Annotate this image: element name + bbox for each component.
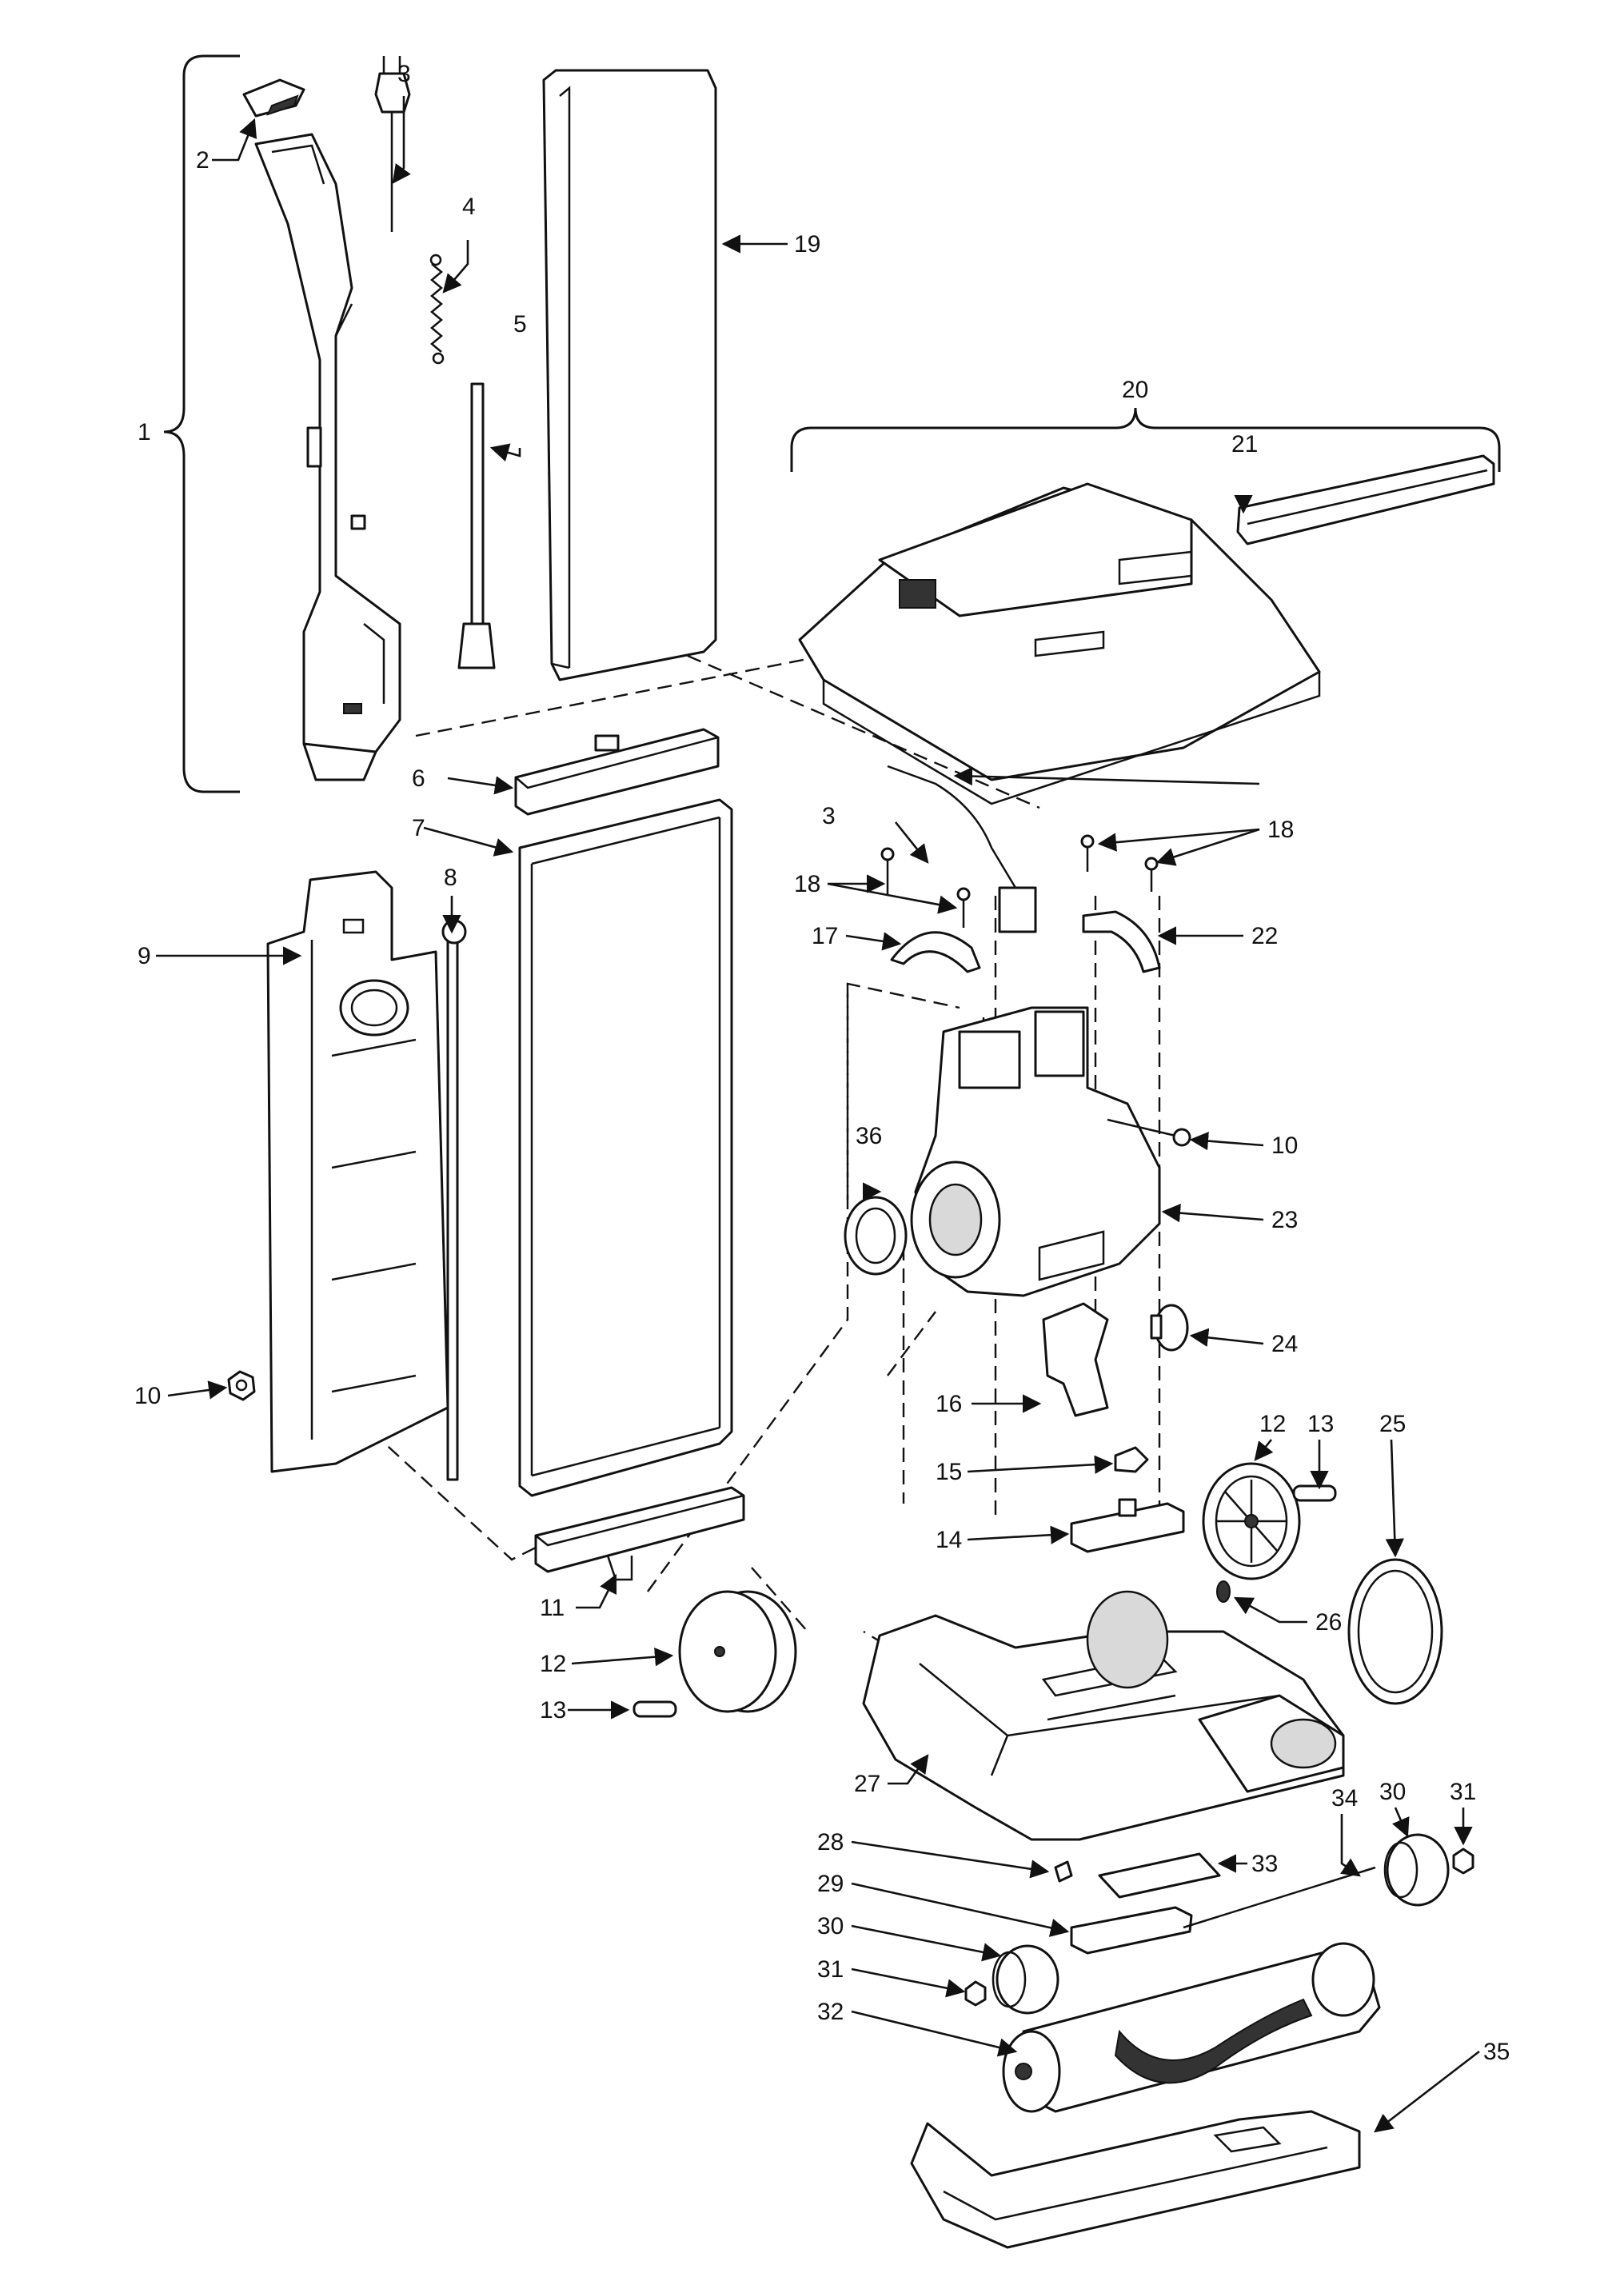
bag-adapter — [534, 1486, 745, 1581]
callout-11: 11 — [540, 1595, 565, 1621]
rear-wheel-left — [678, 1590, 797, 1713]
rear-wheel-right — [1202, 1462, 1301, 1580]
callout-12-left: 12 — [540, 1651, 566, 1677]
outer-bag — [518, 798, 733, 1497]
brush-shaft — [1183, 1866, 1376, 1929]
rug-plate-spring — [1098, 1852, 1221, 1899]
motor — [910, 1006, 1161, 1297]
callout-29: 29 — [817, 1871, 844, 1897]
axle-left — [632, 1700, 677, 1718]
callout-labels: 1 2 3 4 5 19 20 21 6 7 8 9 10 11 12 13 3… — [134, 61, 1510, 2065]
callout-4: 4 — [462, 194, 476, 220]
callout-34: 34 — [1331, 1785, 1358, 1812]
callout-3: 3 — [397, 61, 411, 87]
callout-12-right: 12 — [1259, 1411, 1286, 1437]
callout-3-lower: 3 — [822, 803, 836, 829]
brush-roll — [1002, 1942, 1381, 2113]
bag-cover — [542, 69, 717, 681]
height-adjust-plate — [1070, 1498, 1185, 1553]
callout-2: 2 — [196, 147, 209, 174]
callout-1: 1 — [138, 419, 151, 445]
callout-14: 14 — [936, 1527, 962, 1553]
callout-6: 6 — [412, 765, 425, 792]
callout-17: 17 — [812, 923, 838, 949]
callout-35: 35 — [1483, 2039, 1510, 2065]
callout-8: 8 — [444, 865, 457, 891]
callout-23: 23 — [1271, 1207, 1298, 1233]
brush-bearing-left — [964, 1980, 987, 2007]
leader-lines — [156, 96, 1480, 2133]
motor-strap-right — [1082, 910, 1161, 973]
handle-grip — [242, 78, 305, 118]
hex-nut — [227, 1370, 256, 1401]
callout-33: 33 — [1251, 1851, 1278, 1877]
callout-24: 24 — [1271, 1331, 1298, 1357]
callout-18-right: 18 — [1267, 817, 1294, 843]
callout-32: 32 — [817, 1999, 844, 2025]
brush-guard-clip — [1054, 1860, 1073, 1883]
belt-lifter — [1070, 1906, 1193, 1955]
callout-16: 16 — [936, 1391, 962, 1417]
bottom-plate — [910, 2110, 1361, 2249]
tension-spring — [429, 254, 445, 365]
callout-15: 15 — [936, 1459, 962, 1485]
axle-right — [1292, 1484, 1337, 1502]
callout-13-right: 13 — [1307, 1411, 1334, 1437]
callout-13-left: 13 — [540, 1697, 566, 1724]
brace-hood-assembly — [790, 407, 1501, 472]
callout-36: 36 — [856, 1123, 882, 1149]
power-cord — [887, 765, 1037, 933]
callout-9: 9 — [138, 943, 151, 969]
callout-20: 20 — [1122, 377, 1148, 403]
callout-5: 5 — [513, 311, 527, 338]
wheel-pin — [1216, 1580, 1231, 1603]
brush-end-cap-left — [992, 1944, 1059, 2015]
callout-31-left: 31 — [817, 1956, 844, 1983]
fan-seal — [844, 1196, 908, 1276]
brush-bearing-right — [1452, 1848, 1474, 1875]
bag-housing — [266, 870, 449, 1473]
callout-28: 28 — [817, 1829, 844, 1856]
handle-release-rod — [457, 382, 496, 669]
hood — [798, 482, 1321, 805]
light-bulb — [1150, 1304, 1189, 1352]
callout-10-left: 10 — [134, 1383, 161, 1409]
wheel-tire — [1347, 1558, 1443, 1705]
switch-actuator — [1114, 1446, 1149, 1473]
base-housing — [862, 1614, 1345, 1841]
callout-19: 19 — [794, 231, 820, 258]
callout-30-right: 30 — [1379, 1779, 1406, 1805]
callout-21: 21 — [1231, 431, 1258, 457]
callout-10-right: 10 — [1271, 1133, 1298, 1159]
callout-26: 26 — [1315, 1609, 1342, 1636]
callout-31-right: 31 — [1450, 1779, 1476, 1805]
fan-housing-shade — [1086, 1590, 1169, 1689]
motor-strap-left — [890, 931, 981, 973]
hood-bumper — [1236, 454, 1495, 545]
handle-assembly — [254, 133, 401, 781]
bag-clamp — [514, 728, 720, 816]
callout-30-left: 30 — [817, 1913, 844, 1939]
switch-bracket — [1042, 1302, 1109, 1417]
callout-7: 7 — [412, 815, 425, 841]
motor-screw — [1107, 1118, 1191, 1147]
callout-25: 25 — [1379, 1411, 1406, 1437]
callout-22: 22 — [1251, 923, 1278, 949]
brace-handle-assembly — [163, 54, 240, 793]
strap-screws — [880, 834, 1159, 928]
brush-end-cap-right — [1383, 1833, 1450, 1907]
callout-18-left: 18 — [794, 871, 820, 897]
callout-27: 27 — [854, 1771, 880, 1797]
